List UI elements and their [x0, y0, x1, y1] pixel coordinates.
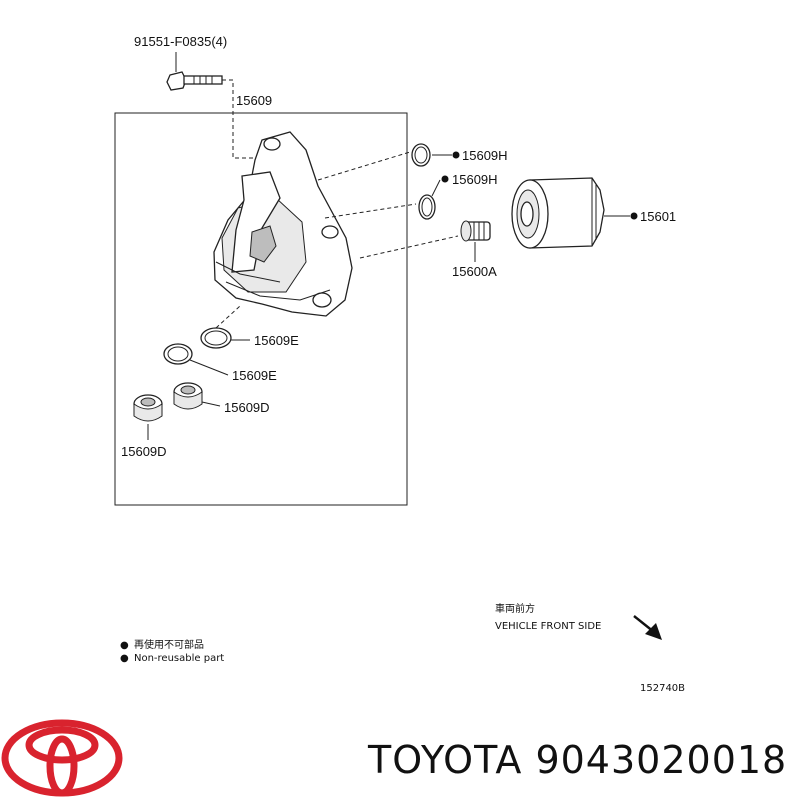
label-bolt: 91551-F0835(4)	[134, 34, 227, 49]
direction-en: VEHICLE FRONT SIDE	[495, 621, 601, 632]
oil-filter-part	[511, 177, 605, 249]
legend-bullet-1: ●	[120, 640, 129, 651]
brand-name: TOYOTA	[368, 738, 523, 782]
union-part	[460, 220, 491, 242]
brand-line: TOYOTA 9043020018	[368, 738, 787, 782]
label-gasket-e1: 15609E	[254, 333, 299, 348]
plug-d1	[173, 382, 203, 410]
legend-bullet-2: ●	[120, 653, 129, 664]
legend-line-jp: 再使用不可部品	[134, 638, 204, 651]
direction-jp: 車両前方	[495, 602, 535, 615]
label-oring-h2: 15609H	[452, 172, 498, 187]
toyota-logo-icon	[1, 719, 123, 797]
label-plug-d2: 15609D	[121, 444, 167, 459]
bolt-part	[166, 71, 223, 91]
non-reusable-mark	[630, 212, 638, 220]
oil-filter-housing	[213, 131, 353, 317]
label-plug-d1: 15609D	[224, 400, 270, 415]
legend-line-en: Non-reusable part	[134, 653, 224, 664]
label-housing: 15609	[236, 93, 272, 108]
direction-arrow-icon	[633, 615, 662, 640]
non-reusable-mark	[441, 175, 449, 183]
part-number: 9043020018	[535, 738, 788, 782]
oring-h2	[418, 194, 436, 220]
assembly-frame	[114, 112, 408, 506]
label-filter: 15601	[640, 209, 676, 224]
non-reusable-mark	[452, 151, 460, 159]
label-gasket-e2: 15609E	[232, 368, 277, 383]
label-oring-h1: 15609H	[462, 148, 508, 163]
label-union: 15600A	[452, 264, 497, 279]
figure-code: 152740B	[640, 683, 685, 694]
plug-d2	[133, 394, 163, 422]
